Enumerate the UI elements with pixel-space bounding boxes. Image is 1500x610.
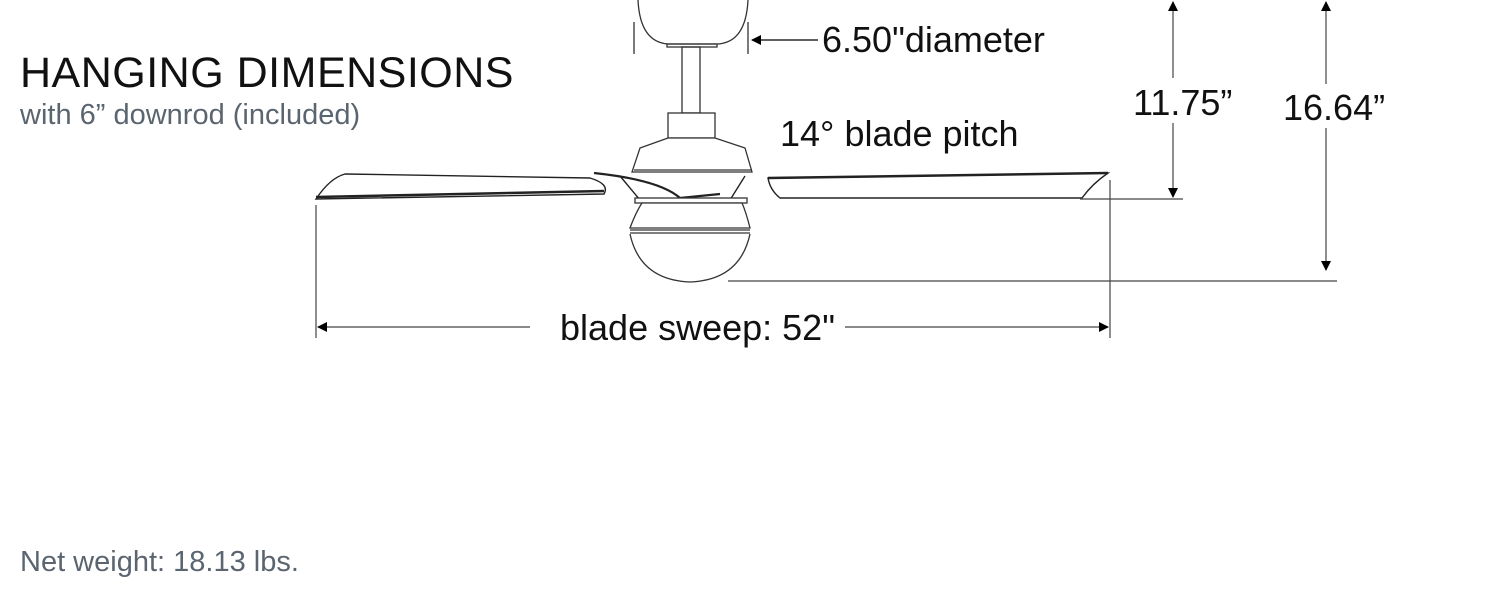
ceiling-to-bottom-label: 16.64” xyxy=(1280,88,1389,128)
dimension-11-75 xyxy=(1080,1,1183,200)
motor-housing xyxy=(631,112,753,173)
blade-sweep-label: blade sweep: 52" xyxy=(550,308,845,348)
canopy-diameter-label: 6.50"diameter xyxy=(822,19,1045,60)
net-weight: Net weight: 18.13 lbs. xyxy=(20,546,299,578)
downrod xyxy=(681,46,701,114)
light-kit xyxy=(629,197,751,283)
dimension-blade-sweep xyxy=(315,180,1111,338)
dimension-16-64 xyxy=(728,1,1337,282)
page-subtitle: with 6” downrod (included) xyxy=(20,99,361,131)
page-title: HANGING DIMENSIONS xyxy=(20,49,514,97)
canopy xyxy=(633,0,749,54)
ceiling-to-blade-label: 11.75” xyxy=(1130,83,1236,123)
blade-pitch-label: 14° blade pitch xyxy=(780,113,1019,154)
fan-blades xyxy=(314,171,1111,201)
